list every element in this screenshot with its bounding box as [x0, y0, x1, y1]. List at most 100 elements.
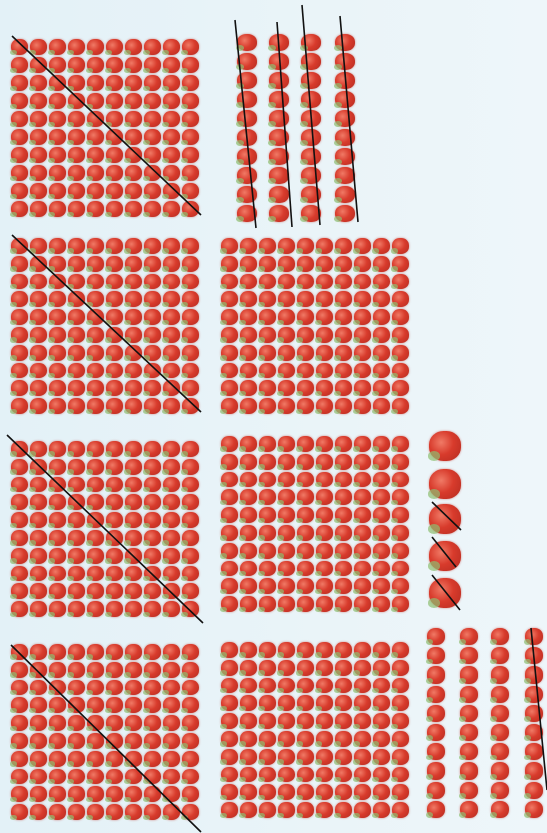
- tomato-icon: [143, 511, 162, 529]
- tomato-icon: [181, 785, 200, 803]
- tomato-icon: [48, 128, 67, 146]
- tomato-icon: [296, 595, 315, 613]
- tomato-icon: [143, 661, 162, 679]
- tomato-icon: [29, 74, 48, 92]
- tomato-icon: [162, 732, 181, 750]
- tomato-icon: [86, 290, 105, 308]
- tomato-icon: [459, 800, 479, 819]
- tomato-icon: [268, 166, 290, 185]
- tomato-icon: [143, 643, 162, 661]
- tomato-icon: [300, 71, 322, 90]
- tomato-icon: [48, 803, 67, 821]
- tomato-icon: [268, 147, 290, 166]
- tomato-icon: [181, 255, 200, 273]
- tomato-icon: [315, 730, 334, 748]
- tomato-icon: [490, 761, 510, 780]
- tomato-icon: [236, 166, 258, 185]
- tomato-icon: [391, 362, 410, 380]
- tomato-icon: [48, 326, 67, 344]
- tomato-icon: [277, 255, 296, 273]
- tomato-icon: [239, 326, 258, 344]
- tomato-icon: [391, 453, 410, 471]
- tomato-icon: [162, 56, 181, 74]
- tomato-icon: [391, 308, 410, 326]
- tomato-icon: [391, 659, 410, 677]
- tomato-icon: [258, 659, 277, 677]
- tomato-icon: [258, 362, 277, 380]
- tomato-icon: [143, 547, 162, 565]
- tomato-icon: [10, 440, 29, 458]
- tomato-icon: [29, 643, 48, 661]
- tomato-icon: [67, 379, 86, 397]
- tomato-icon: [29, 458, 48, 476]
- tomato-icon: [143, 397, 162, 415]
- tomato-icon: [428, 503, 462, 535]
- tomato-icon: [296, 379, 315, 397]
- tomato-icon: [277, 471, 296, 489]
- tomato-icon: [334, 71, 356, 90]
- tomato-icon: [296, 237, 315, 255]
- tomato-icon: [236, 52, 258, 71]
- tomato-icon: [258, 344, 277, 362]
- tomato-icon: [258, 766, 277, 784]
- tomato-icon: [124, 379, 143, 397]
- tomato-icon: [48, 379, 67, 397]
- tomato-icon: [86, 182, 105, 200]
- tomato-icon: [162, 362, 181, 380]
- tomato-icon: [162, 679, 181, 697]
- tomato-icon: [353, 362, 372, 380]
- tomato-icon: [334, 783, 353, 801]
- tomato-icon: [143, 458, 162, 476]
- tomato-icon: [29, 785, 48, 803]
- tomato-icon: [258, 677, 277, 695]
- tomato-icon: [268, 33, 290, 52]
- tomato-icon: [220, 659, 239, 677]
- tomato-icon: [10, 56, 29, 74]
- tomato-icon: [143, 92, 162, 110]
- ten-stick: [524, 627, 544, 819]
- tomato-icon: [105, 255, 124, 273]
- tomato-icon: [296, 488, 315, 506]
- tomato-icon: [10, 255, 29, 273]
- tomato-icon: [334, 488, 353, 506]
- tomato-icon: [220, 560, 239, 578]
- tomato-icon: [372, 362, 391, 380]
- tomato-icon: [296, 542, 315, 560]
- tomato-icon: [124, 74, 143, 92]
- tomato-icon: [105, 661, 124, 679]
- tomato-icon: [334, 379, 353, 397]
- tomato-icon: [48, 146, 67, 164]
- tomato-icon: [236, 204, 258, 223]
- tomato-icon: [10, 679, 29, 697]
- hundred-square: [10, 38, 200, 218]
- tomato-icon: [143, 362, 162, 380]
- tomato-icon: [105, 200, 124, 218]
- tomato-icon: [258, 471, 277, 489]
- tomato-icon: [162, 714, 181, 732]
- tomato-icon: [67, 493, 86, 511]
- tomato-icon: [29, 290, 48, 308]
- tomato-icon: [258, 801, 277, 819]
- tomato-icon: [86, 565, 105, 583]
- tomato-icon: [490, 665, 510, 684]
- tomato-icon: [124, 326, 143, 344]
- tomato-icon: [10, 326, 29, 344]
- tomato-icon: [67, 164, 86, 182]
- tomato-icon: [162, 750, 181, 768]
- tomato-icon: [391, 730, 410, 748]
- tomato-icon: [29, 679, 48, 697]
- tomato-icon: [334, 766, 353, 784]
- tomato-icon: [239, 488, 258, 506]
- tomato-icon: [220, 748, 239, 766]
- tomato-icon: [490, 627, 510, 646]
- tomato-icon: [29, 732, 48, 750]
- tomato-icon: [524, 742, 544, 761]
- tomato-icon: [239, 308, 258, 326]
- tomato-icon: [67, 326, 86, 344]
- tomato-icon: [181, 476, 200, 494]
- tomato-icon: [277, 560, 296, 578]
- tomato-icon: [277, 308, 296, 326]
- tomato-icon: [143, 600, 162, 618]
- tomato-icon: [124, 397, 143, 415]
- tomato-icon: [48, 440, 67, 458]
